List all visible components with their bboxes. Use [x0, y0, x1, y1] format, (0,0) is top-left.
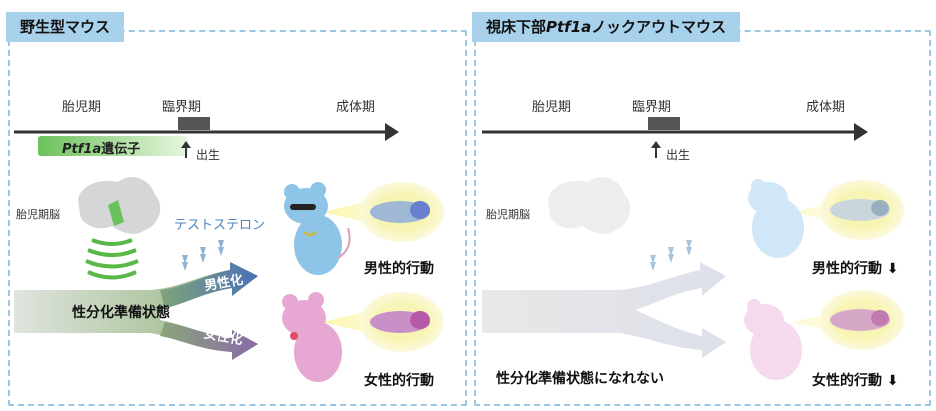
- wild-type-title: 野生型マウス: [6, 12, 125, 42]
- birth-label: 出生: [196, 148, 221, 162]
- ko-branching-arrows: [482, 262, 726, 358]
- prep-state-label: 性分化準備状態: [72, 305, 170, 321]
- fetal-brain-icon: [78, 177, 161, 234]
- critical-period-marker: [178, 117, 210, 130]
- gene-expression-bar: [38, 136, 188, 156]
- ko-birth-label: 出生: [666, 148, 691, 162]
- ko-adult-period-label: 成体期: [806, 100, 846, 115]
- ko-fetal-period-label: 胎児期: [532, 100, 572, 115]
- down-arrow-icon: ⬇: [886, 373, 899, 389]
- critical-period-marker-ko: [648, 117, 680, 130]
- sex-differentiation-arrows: [14, 262, 258, 360]
- female-behavior-label: 女性的行動: [364, 373, 434, 389]
- ko-fetal-brain-icon: [548, 177, 631, 234]
- left-timeline: [14, 117, 399, 158]
- ko-fetal-brain-label: 胎児期脳: [486, 208, 530, 221]
- ko-male-behavior-label: 男性的行動 ⬇: [812, 261, 899, 277]
- testosterone-arrows-icon: [182, 240, 224, 271]
- ko-male-brain-bubble: [820, 180, 904, 240]
- male-behavior-label: 男性的行動: [364, 261, 434, 277]
- wild-type-panel: [8, 30, 467, 406]
- adult-period-label: 成体期: [336, 100, 376, 115]
- fetal-period-label: 胎児期: [62, 100, 102, 115]
- ko-female-brain-bubble: [820, 290, 904, 350]
- right-timeline: [482, 117, 868, 158]
- signal-waves-icon: [85, 238, 139, 280]
- ko-hormone-arrows-icon: [650, 240, 692, 271]
- ko-female-behavior-label: 女性的行動 ⬇: [812, 373, 899, 389]
- ko-not-prep-label: 性分化準備状態になれない: [496, 371, 664, 387]
- gene-label: Ptf1a遺伝子: [62, 142, 141, 157]
- knockout-title: 視床下部Ptf1aノックアウトマウス: [472, 12, 740, 42]
- down-arrow-icon: ⬇: [886, 261, 899, 277]
- birth-up-arrow-icon-ko: [651, 141, 661, 158]
- fetal-brain-label: 胎児期脳: [16, 208, 60, 221]
- testosterone-label: テストステロン: [174, 218, 266, 233]
- critical-period-label: 臨界期: [162, 100, 202, 115]
- birth-up-arrow-icon: [181, 141, 191, 158]
- female-brain-bubble: [360, 292, 444, 352]
- ko-critical-period-label: 臨界期: [632, 100, 672, 115]
- male-brain-bubble: [360, 182, 444, 242]
